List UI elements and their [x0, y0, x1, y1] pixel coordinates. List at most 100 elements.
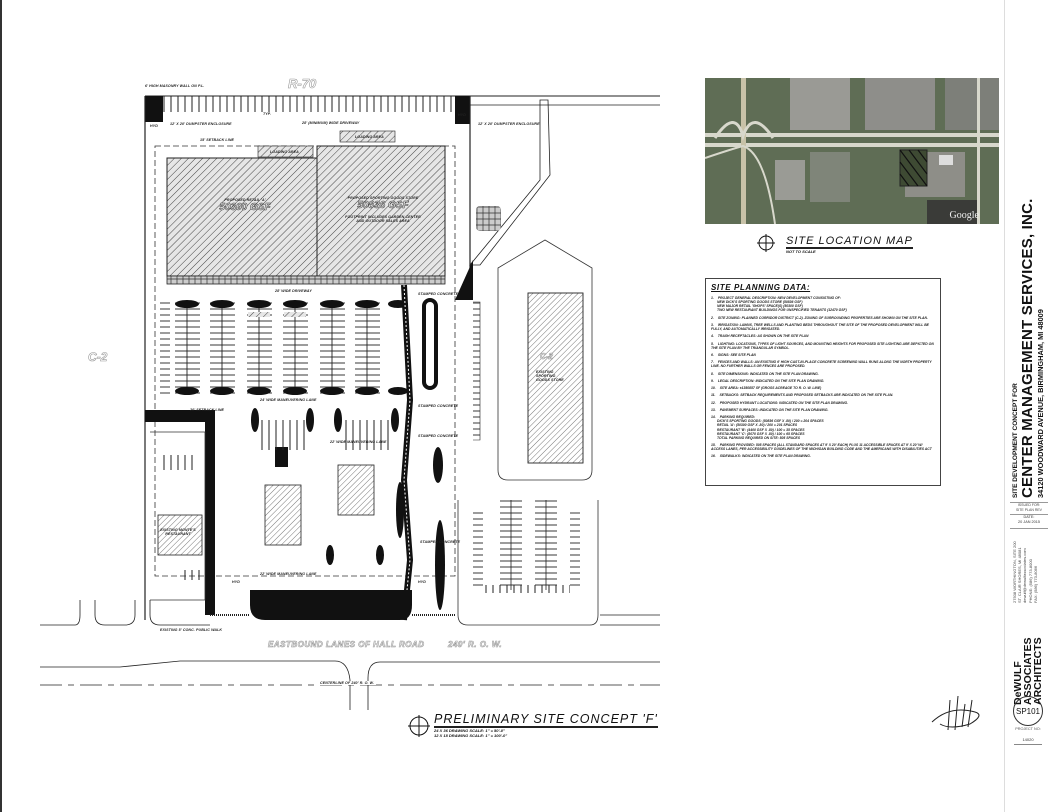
site-planning-item: 11.SETBACKS: SETBACK REQUIREMENTS AND PR…	[711, 393, 935, 397]
item-subline: RETAIL 'A': (50300 GSF X .80) / 200 = 20…	[717, 423, 798, 428]
item-subline: NEW MAJOR RETAIL 'SHOPS' SPACE(S) (50300…	[717, 304, 803, 309]
maneuvering-lane-south-label: 22' WIDE MANEUVERING LANE	[260, 572, 317, 576]
site-planning-item: 12.PROPOSED HYDRANT LOCATIONS: INDICATED…	[711, 401, 935, 405]
title-rule-3	[1010, 528, 1048, 529]
item-text: SITE AREA: ±1350857 SF (GROSS ACREAGE TO…	[719, 386, 822, 391]
building-sporting-goods-name: PROPOSED SPORTING GOODS STORE	[347, 196, 419, 200]
sheet-number-badge: SP101	[1013, 696, 1043, 726]
map-title: SITE LOCATION MAP	[786, 235, 913, 249]
map-title-block: SITE LOCATION MAP NOT TO SCALE	[786, 235, 913, 254]
item-number: 9.	[711, 378, 714, 383]
site-planning-item: 7.FENCES AND WALLS: AN EXISTING 6' HIGH …	[711, 360, 935, 368]
maneuvering-lane-label: 24' WIDE MANEUVERING LANE	[260, 398, 317, 402]
site-planning-data-title: SITE PLANNING DATA:	[711, 283, 811, 292]
mid-driveway-label: 28' WIDE DRIVEWAY	[275, 289, 312, 293]
hydrant-label-se: HYD	[418, 580, 426, 584]
item-text: SITE ZONING: PLANNED CORRIDOR DISTRICT (…	[717, 315, 928, 320]
title-rule-2	[1010, 514, 1048, 515]
plan-scale-1: 24 X 36 DRAWING SCALE: 1" = 50'-0"	[434, 728, 505, 733]
hydrant-label-nw: HYD	[150, 124, 158, 128]
item-number: 12.	[711, 400, 716, 405]
site-planning-data-box: SITE PLANNING DATA: 1.PROJECT GENERAL DE…	[705, 278, 941, 486]
item-text: FENCES AND WALLS: AN EXISTING 6' HIGH CA…	[711, 360, 932, 369]
site-planning-item: 13.PAVEMENT SURFACES: INDICATED ON THE S…	[711, 408, 935, 412]
item-number: 11.	[711, 393, 716, 398]
item-text: LEGAL DESCRIPTION: INDICATED ON THE SITE…	[717, 378, 825, 383]
site-planning-item: 14.PARKING REQUIRED:DICK'S SPORTING GOOD…	[711, 415, 935, 440]
stamped-concrete-label-3: STAMPED CONCRETE	[418, 434, 459, 438]
item-text: SIGNS: SEE SITE PLAN	[717, 352, 756, 357]
site-planning-item: 1.PROJECT GENERAL DESCRIPTION: NEW DEVEL…	[711, 296, 935, 312]
item-number: 14.	[711, 415, 716, 420]
item-text: IRRIGATION: LAWNS, TREE WELLS AND PLANTI…	[711, 322, 929, 331]
plan-scale-2: 12 X 18 DRAWING SCALE: 1" = 100'-0"	[434, 733, 508, 738]
project-no: 14020	[1022, 737, 1034, 742]
public-walk-label: EXISTING 5' CONC. PUBLIC WALK	[160, 628, 223, 632]
stamped-concrete-label-1: STAMPED CONCRETE	[418, 292, 459, 296]
loading-left-label: LOADING AREA	[270, 150, 299, 154]
item-number: 1.	[711, 296, 714, 300]
date-value: 20 JAN 2015	[1018, 520, 1040, 524]
stamped-concrete-label-4: STAMPED CONCRETE	[420, 540, 461, 544]
site-planning-item: 3.IRRIGATION: LAWNS, TREE WELLS AND PLAN…	[711, 323, 935, 331]
item-subline: RESTAURANT 'B': (4400 GSF X .80) / 100 =…	[717, 427, 805, 432]
site-location-map: Google	[705, 78, 999, 224]
item-text: PAVEMENT SURFACES: INDICATED ON THE SITE…	[719, 407, 829, 412]
road-label: EASTBOUND LANES OF HALL ROAD	[268, 640, 425, 650]
title-rule-1	[1010, 502, 1048, 503]
item-text: PROJECT GENERAL DESCRIPTION: NEW DEVELOP…	[717, 296, 841, 300]
site-planning-item: 6.SIGNS: SEE SITE PLAN	[711, 353, 935, 357]
site-planning-item: 2.SITE ZONING: PLANNED CORRIDOR DISTRICT…	[711, 316, 935, 320]
item-number: 6.	[711, 352, 714, 357]
item-number: 10.	[711, 386, 716, 391]
centerline-label: CENTERLINE OF 240' R. O. W.	[318, 681, 377, 685]
row-label: 240' R. O. W.	[448, 640, 503, 650]
site-planning-item: 10.SITE AREA: ±1350857 SF (GROSS ACREAGE…	[711, 386, 935, 390]
item-subline: TOTAL PARKING REQUIRED ON SITE: 505 SPAC…	[717, 435, 800, 440]
item-text: SETBACKS: SETBACK REQUIREMENTS AND PROPO…	[719, 393, 894, 398]
site-planning-item: 15.PARKING PROVIDED: 505 SPACES (ALL STA…	[711, 443, 935, 451]
maneuvering-lane-22-label: 22' WIDE MANEUVERING LANE	[330, 440, 387, 444]
item-number: 5.	[711, 341, 714, 346]
setback-north-label: 15' SETBACK LINE	[200, 138, 235, 142]
wall-label: 6' HIGH MASONRY WALL ON P.L.	[145, 84, 205, 88]
item-text: SITE DIMENSIONS: INDICATED ON THE SITE P…	[717, 371, 819, 376]
site-planning-item: 16.SIDEWALKS: INDICATED ON THE SITE PLAN…	[711, 454, 935, 458]
zoning-west-label: C-2	[88, 350, 108, 365]
hydrant-label-sw: HYD	[232, 580, 240, 584]
item-number: 13.	[711, 407, 716, 412]
title-rule-4	[1014, 744, 1042, 745]
item-number: 7.	[711, 360, 714, 365]
site-planning-item: 5.LIGHTING: LOCATIONS, TYPES OF LIGHT SO…	[711, 342, 935, 350]
building-sporting-goods-note: FOOTPRINT INCLUDES GARDEN CENTER AND OUT…	[345, 215, 421, 223]
building-retail-a-area: 50300 GSF	[219, 202, 271, 214]
stamped-concrete-label-2: STAMPED CONCRETE	[418, 404, 459, 408]
architect-address-line: FAX: (586) 773-8066	[1032, 565, 1038, 603]
item-text: TRASH RECEPTACLES: AS SHOWN ON THE SITE …	[717, 334, 809, 339]
map-subtitle: NOT TO SCALE	[786, 249, 816, 254]
item-subline: TWO NEW RESTAURANT BUILDINGS FOR UNSPECI…	[717, 308, 847, 313]
site-planning-data-list: 1.PROJECT GENERAL DESCRIPTION: NEW DEVEL…	[711, 296, 935, 458]
zoning-east-label: C-2	[540, 352, 553, 362]
building-retail-a: PROPOSED RETAIL 'A' 50300 GSF	[205, 198, 285, 213]
setback-south-label: 20' SETBACK LINE	[190, 408, 225, 412]
issued-for-label: ISSUED FOR:	[1017, 503, 1041, 507]
dumpster-right-label: 12' X 20' DUMPSTER ENCLOSURE	[478, 122, 540, 126]
sheet-left-border	[0, 0, 2, 812]
item-text: PROPOSED HYDRANT LOCATIONS: INDICATED ON…	[719, 400, 849, 405]
item-subline: RESTAURANT 'C': (8070 GSF X .80) / 100 =…	[717, 431, 805, 436]
site-planning-item: 8.SITE DIMENSIONS: INDICATED ON THE SITE…	[711, 372, 935, 376]
item-subline: DICK'S SPORTING GOODS: (50836 GSF X .80)…	[717, 419, 824, 424]
sheet-number: SP101	[1015, 706, 1041, 716]
title-block-divider	[1004, 0, 1005, 812]
plan-title: PRELIMINARY SITE CONCEPT 'F'	[434, 712, 658, 728]
item-number: 15.	[711, 442, 716, 447]
plan-title-block: PRELIMINARY SITE CONCEPT 'F' 24 X 36 DRA…	[434, 712, 658, 738]
item-number: 8.	[711, 371, 714, 376]
item-number: 3.	[711, 322, 714, 327]
dumpster-left-label: 12' X 20' DUMPSTER ENCLOSURE	[170, 122, 232, 126]
item-number: 16.	[711, 454, 716, 459]
client-name: CENTER MANAGEMENT SERVICES, INC.	[1019, 198, 1036, 499]
typ-label: TYP.	[263, 112, 271, 116]
